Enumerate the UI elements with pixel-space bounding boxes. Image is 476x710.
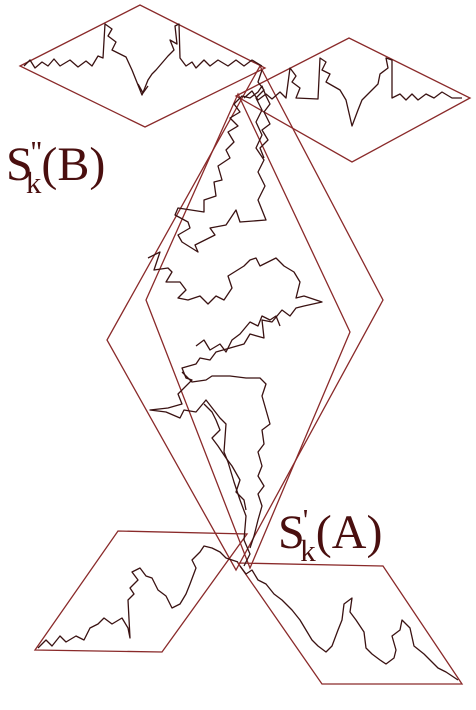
rhombus-outlines <box>18 4 472 685</box>
label-upper-sub: k <box>26 165 42 200</box>
fractal-curve-center-mid <box>147 251 323 567</box>
rhombus-bottom-right <box>236 562 464 685</box>
svg-text:S'k(A): S'k(A) <box>278 502 382 568</box>
fractal-curves <box>23 23 462 681</box>
label-upper-prime: '' <box>31 134 42 169</box>
rhombus-top-right <box>234 37 472 163</box>
label-lower-sub: k <box>300 533 316 568</box>
label-lower: S'k(A) <box>278 502 382 568</box>
label-upper: S''k(B) <box>6 134 105 200</box>
rhombus-outer-long <box>106 64 384 572</box>
rhombus-top-left <box>18 4 267 128</box>
label-lower-arg: (A) <box>316 506 383 559</box>
rhombus-bottom-left <box>33 530 249 653</box>
fractal-curve-bottom-left <box>37 545 239 649</box>
fractal-curve-center-spur-a <box>195 315 281 353</box>
fractal-curve-center-lower <box>181 371 271 549</box>
label-upper-base: S <box>6 138 33 191</box>
label-lower-base: S <box>278 506 305 559</box>
svg-text:S''k(B): S''k(B) <box>6 134 105 200</box>
label-lower-prime: ' <box>303 502 309 537</box>
label-upper-arg: (B) <box>41 138 105 191</box>
fractal-curve-center-long <box>174 69 271 253</box>
fractal-curve-top-left <box>23 23 263 96</box>
rhombus-inner-long <box>145 92 351 570</box>
fractal-curve-top-right <box>243 57 462 127</box>
fractal-curve-top-left-notch <box>137 83 149 94</box>
fractal-curve-center-spur-b <box>203 403 247 511</box>
fractal-curve-bottom-right <box>239 565 459 681</box>
